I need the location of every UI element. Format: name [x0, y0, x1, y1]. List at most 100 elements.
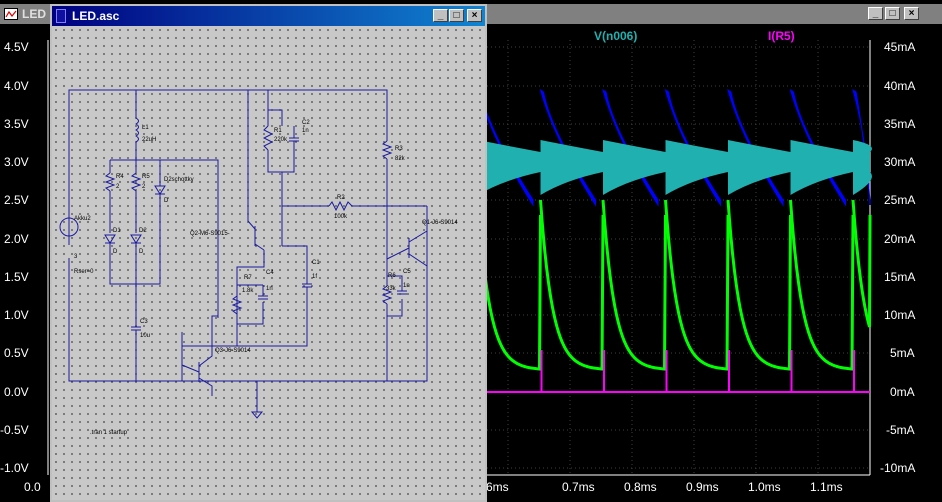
schematic-label: 3: [74, 254, 78, 260]
schematic-label: R1: [274, 128, 282, 134]
schematic-label: C4: [266, 270, 274, 276]
schematic-label: R7: [244, 275, 252, 281]
waveform-icon: [4, 8, 18, 20]
schematic-label: Akku2: [74, 216, 91, 222]
schematic-drawing: Akku2 3 Rser=0 L1 22uH R4 2 R5 2 D2schot…: [59, 89, 458, 436]
right-tick-label: 45mA: [884, 40, 916, 54]
left-tick-label: 4.0V: [4, 79, 29, 93]
right-tick-label: 25mA: [884, 193, 916, 207]
schematic-label: 220k: [274, 137, 288, 143]
x-tick-label: 6ms: [486, 480, 509, 494]
schematic-label: 33k: [386, 286, 397, 292]
cyan-wave-segment: [478, 140, 541, 195]
schematic-window[interactable]: LED.asc _ □ ×: [50, 4, 487, 502]
schematic-minimize-button[interactable]: _: [433, 9, 448, 22]
schematic-label: C5: [403, 269, 411, 275]
schematic-label: R4: [116, 174, 124, 180]
schematic-label: 22uH: [142, 137, 156, 143]
schematic-label: 1n: [302, 128, 309, 134]
blue-wave-segment: [852, 88, 871, 206]
plot-window-title: LED: [22, 7, 46, 21]
schematic-canvas[interactable]: Akku2 3 Rser=0 L1 22uH R4 2 R5 2 D2schot…: [52, 26, 485, 500]
trace-label-vn006[interactable]: V(n006): [594, 29, 638, 43]
x-tick-label: 1.0ms: [748, 480, 781, 494]
plot-close-button[interactable]: ×: [904, 7, 919, 20]
schematic-label: 82k: [395, 156, 406, 162]
blue-wave-segment: [539, 88, 596, 207]
cyan-wave-segment: [603, 140, 666, 195]
right-tick-label: 15mA: [884, 270, 916, 284]
schematic-close-button[interactable]: ×: [467, 9, 482, 22]
trace-label-ir5[interactable]: I(R5): [768, 29, 795, 43]
schematic-label: D2schottky: [164, 177, 194, 183]
schematic-titlebar[interactable]: LED.asc _ □ ×: [52, 6, 485, 26]
schematic-label: R2: [337, 195, 345, 201]
x-tick-label: 0.9ms: [686, 480, 719, 494]
schematic-label: D: [113, 249, 118, 255]
left-tick-label: 1.5V: [4, 270, 29, 284]
right-tick-label: 5mA: [890, 346, 915, 360]
schematic-label: 1f: [312, 274, 317, 280]
schematic-label: Q3-J6-S9014: [215, 348, 251, 354]
cyan-wave-segment: [790, 140, 853, 195]
schematic-label: Q1-J6-S9014: [422, 220, 458, 226]
left-tick-label: -0.5V: [0, 423, 29, 437]
schematic-label: L1: [142, 125, 149, 131]
x-tick-label: 0.0: [24, 480, 41, 494]
right-tick-label: 10mA: [884, 308, 916, 322]
left-tick-label: 3.5V: [4, 117, 29, 131]
schematic-label: C1: [312, 260, 320, 266]
plot-window-left-titlebar[interactable]: LED: [0, 4, 50, 24]
plot-grid: [487, 40, 870, 475]
schematic-label: 100k: [334, 214, 348, 220]
cyan-wave-segment: [665, 140, 728, 195]
x-tick-label: 0.8ms: [624, 480, 657, 494]
schematic-label: C2: [302, 120, 310, 126]
cyan-wave-segment: [853, 140, 872, 195]
schematic-label: R5: [142, 174, 150, 180]
x-tick-label: 0.7ms: [562, 480, 595, 494]
schematic-label: Q2-M6-S9015-: [190, 231, 230, 237]
left-tick-label: 3.0V: [4, 155, 29, 169]
schematic-icon: [56, 9, 66, 23]
schematic-label: Rser=0: [74, 269, 94, 275]
plot-minimize-button[interactable]: _: [868, 7, 883, 20]
blue-wave-segment: [664, 88, 721, 207]
green-wave-segment: [601, 199, 667, 371]
blue-wave-segment: [602, 88, 659, 207]
spice-directive[interactable]: .tran 1 startup: [90, 430, 128, 436]
schematic-label: D: [139, 249, 144, 255]
schematic-label: D1: [113, 228, 121, 234]
schematic-label: C3: [140, 319, 148, 325]
green-wave-segment: [851, 199, 872, 328]
right-tick-label: -5mA: [886, 423, 915, 437]
left-tick-label: 1.0V: [4, 308, 29, 322]
plot-maximize-button[interactable]: □: [885, 7, 900, 20]
green-wave-segment: [539, 199, 605, 371]
green-wave-segment: [726, 199, 792, 371]
schematic-window-title: LED.asc: [72, 9, 120, 23]
left-tick-label: -1.0V: [0, 461, 29, 475]
x-tick-label: 1.1ms: [810, 480, 843, 494]
schematic-label: 1.8k: [242, 288, 254, 294]
left-tick-label: 2.5V: [4, 193, 29, 207]
right-tick-label: 30mA: [884, 155, 916, 169]
right-tick-label: 40mA: [884, 79, 916, 93]
left-tick-label: 0.5V: [4, 346, 29, 360]
schematic-label: D2: [139, 228, 147, 234]
plot-window-titlebar[interactable]: _ □ ×: [487, 4, 942, 24]
right-tick-label: 0mA: [890, 385, 915, 399]
schematic-label: R3: [395, 146, 403, 152]
schematic-label: R6: [388, 273, 396, 279]
left-tick-label: 2.0V: [4, 232, 29, 246]
schematic-maximize-button[interactable]: □: [449, 9, 464, 22]
blue-wave-segment: [789, 88, 846, 207]
right-tick-label: -10mA: [880, 461, 916, 475]
green-wave-segment: [664, 199, 730, 371]
waveforms: [476, 88, 872, 393]
schematic-label: 2: [142, 184, 146, 190]
schematic-label: 1n: [403, 283, 410, 289]
blue-wave-segment: [727, 88, 784, 207]
green-wave-segment: [476, 199, 542, 371]
